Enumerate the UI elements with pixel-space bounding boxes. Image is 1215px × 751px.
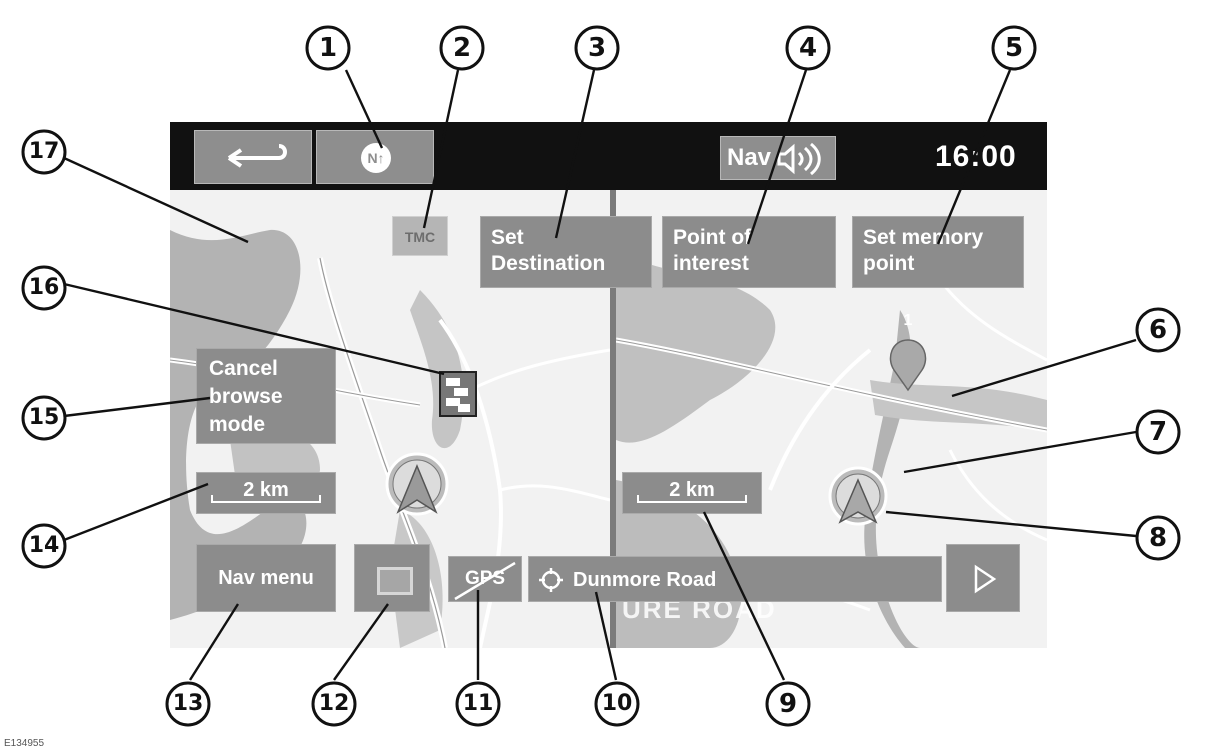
speaker-icon (777, 142, 821, 176)
callout-9: 9 (778, 689, 798, 719)
split-screen-icon (377, 567, 413, 595)
return-arrow-icon (227, 144, 287, 168)
cancel-browse-mode-button[interactable]: Cancel browse mode (196, 348, 336, 444)
callout-14: 14 (28, 533, 60, 558)
map-scale-left-label: 2 km (243, 479, 289, 501)
vehicle-position-icon-right (828, 466, 888, 526)
map-scale-right: 2 km (622, 472, 762, 514)
poi-label-2: interest (673, 252, 749, 275)
callout-15: 15 (28, 405, 60, 430)
callout-5: 5 (1004, 33, 1024, 63)
map-scale-left: 2 km (196, 472, 336, 514)
set-memory-point-button[interactable]: Set memory point (852, 216, 1024, 288)
figure-id: E134955 (4, 738, 45, 749)
current-road-name: Dunmore Road (573, 569, 717, 591)
callout-10: 10 (601, 691, 633, 716)
callout-17: 17 (28, 139, 60, 164)
split-divider (610, 190, 616, 648)
play-triangle-icon (974, 564, 997, 594)
callout-11: 11 (462, 691, 494, 716)
nav-voice-button[interactable]: Nav (720, 136, 836, 180)
gps-label: GPS (464, 568, 506, 589)
vehicle-position-icon-left (385, 452, 449, 516)
point-of-interest-button[interactable]: Point of interest (662, 216, 836, 288)
map-scale-right-label: 2 km (669, 479, 715, 501)
cancel-browse-label-1: Cancel (209, 357, 278, 380)
callout-2: 2 (452, 33, 472, 63)
cancel-browse-label-3: mode (209, 413, 266, 436)
scale-bar-right (637, 495, 747, 503)
tmc-indicator: TMC (392, 216, 448, 256)
back-button[interactable] (194, 130, 312, 184)
memory-label-1: Set memory (863, 226, 984, 249)
memory-label-2: point (863, 252, 915, 275)
callout-3: 3 (587, 33, 607, 63)
nav-screen: 1 N↑ Nav (170, 122, 1047, 648)
nav-menu-label: Nav menu (218, 567, 314, 589)
map-view-button[interactable] (354, 544, 430, 612)
cancel-browse-label-2: browse (209, 385, 283, 408)
north-up-icon (361, 143, 391, 173)
north-up-label: N↑ (367, 150, 385, 166)
guidance-play-button[interactable] (946, 544, 1020, 612)
set-destination-label-1: Set (491, 226, 524, 249)
north-up-button[interactable]: N↑ (316, 130, 434, 184)
set-destination-label-2: Destination (491, 252, 606, 275)
callout-13: 13 (172, 691, 204, 716)
traffic-jam-icon[interactable] (439, 371, 477, 417)
poi-label-1: Point of (673, 226, 752, 249)
scale-bar-left (211, 495, 321, 503)
callout-8: 8 (1148, 523, 1168, 553)
gps-status-indicator: GPS (448, 556, 522, 602)
set-destination-button[interactable]: Set Destination (480, 216, 652, 288)
callout-4: 4 (798, 33, 818, 63)
top-bar: N↑ Nav 16:00 (170, 122, 1047, 190)
crosshair-icon (539, 568, 563, 592)
callout-1: 1 (318, 33, 338, 63)
gps-unavailable-icon (454, 561, 516, 601)
callout-6: 6 (1148, 315, 1168, 345)
callout-12: 12 (318, 691, 350, 716)
callout-7: 7 (1148, 417, 1168, 447)
memory-point-number: 1 (903, 312, 913, 329)
memory-point-pin-icon[interactable] (889, 339, 927, 392)
callout-16: 16 (28, 275, 60, 300)
nav-voice-label: Nav (727, 144, 772, 171)
nav-menu-button[interactable]: Nav menu (196, 544, 336, 612)
